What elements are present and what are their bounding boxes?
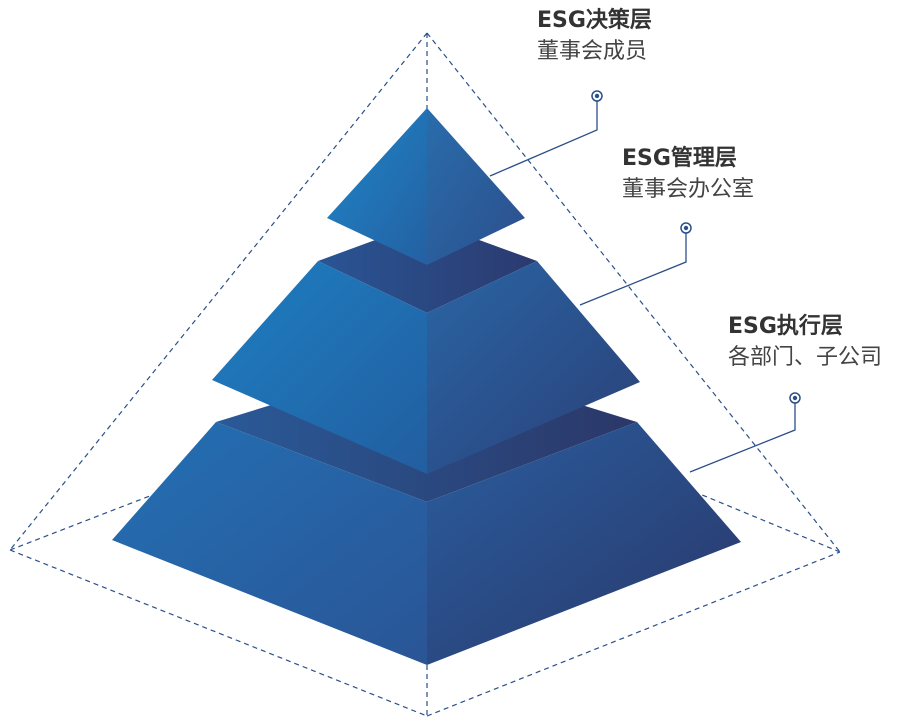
execution-layer-title: ESG执行层 <box>728 314 843 339</box>
label-decision-layer: ESG决策层 董事会成员 <box>537 6 652 68</box>
connector-middle <box>579 228 687 306</box>
connectors <box>489 96 796 473</box>
connector-bottom <box>689 398 796 473</box>
connector-dots <box>591 90 801 404</box>
label-execution-layer: ESG执行层 各部门、子公司 <box>728 312 882 374</box>
tier-middle-right-face <box>427 261 640 474</box>
dashed-outline <box>9 32 841 717</box>
decision-layer-title: ESG决策层 <box>537 8 652 33</box>
tier-middle-top-surface <box>318 221 537 313</box>
decision-layer-subtitle: 董事会成员 <box>537 39 648 64</box>
tier-middle <box>212 221 640 474</box>
tier-top-right-face <box>427 108 525 265</box>
tier-bottom-right-face <box>427 422 741 665</box>
label-management-layer: ESG管理层 董事会办公室 <box>622 144 754 206</box>
execution-layer-subtitle: 各部门、子公司 <box>728 345 883 370</box>
dash-left-edge <box>9 32 428 551</box>
tier-top-left-face <box>327 108 427 265</box>
management-layer-title: ESG管理层 <box>622 146 737 171</box>
connector-top <box>489 96 598 177</box>
dash-back-right <box>694 491 841 553</box>
tier-middle-left-face <box>212 261 427 474</box>
management-layer-subtitle: 董事会办公室 <box>622 177 755 202</box>
tier-top <box>327 108 525 265</box>
tier-bottom-left-face <box>112 422 427 665</box>
dash-bottom-left <box>9 549 428 717</box>
dash-right-edge <box>426 32 841 553</box>
dash-bottom-right <box>426 551 841 717</box>
